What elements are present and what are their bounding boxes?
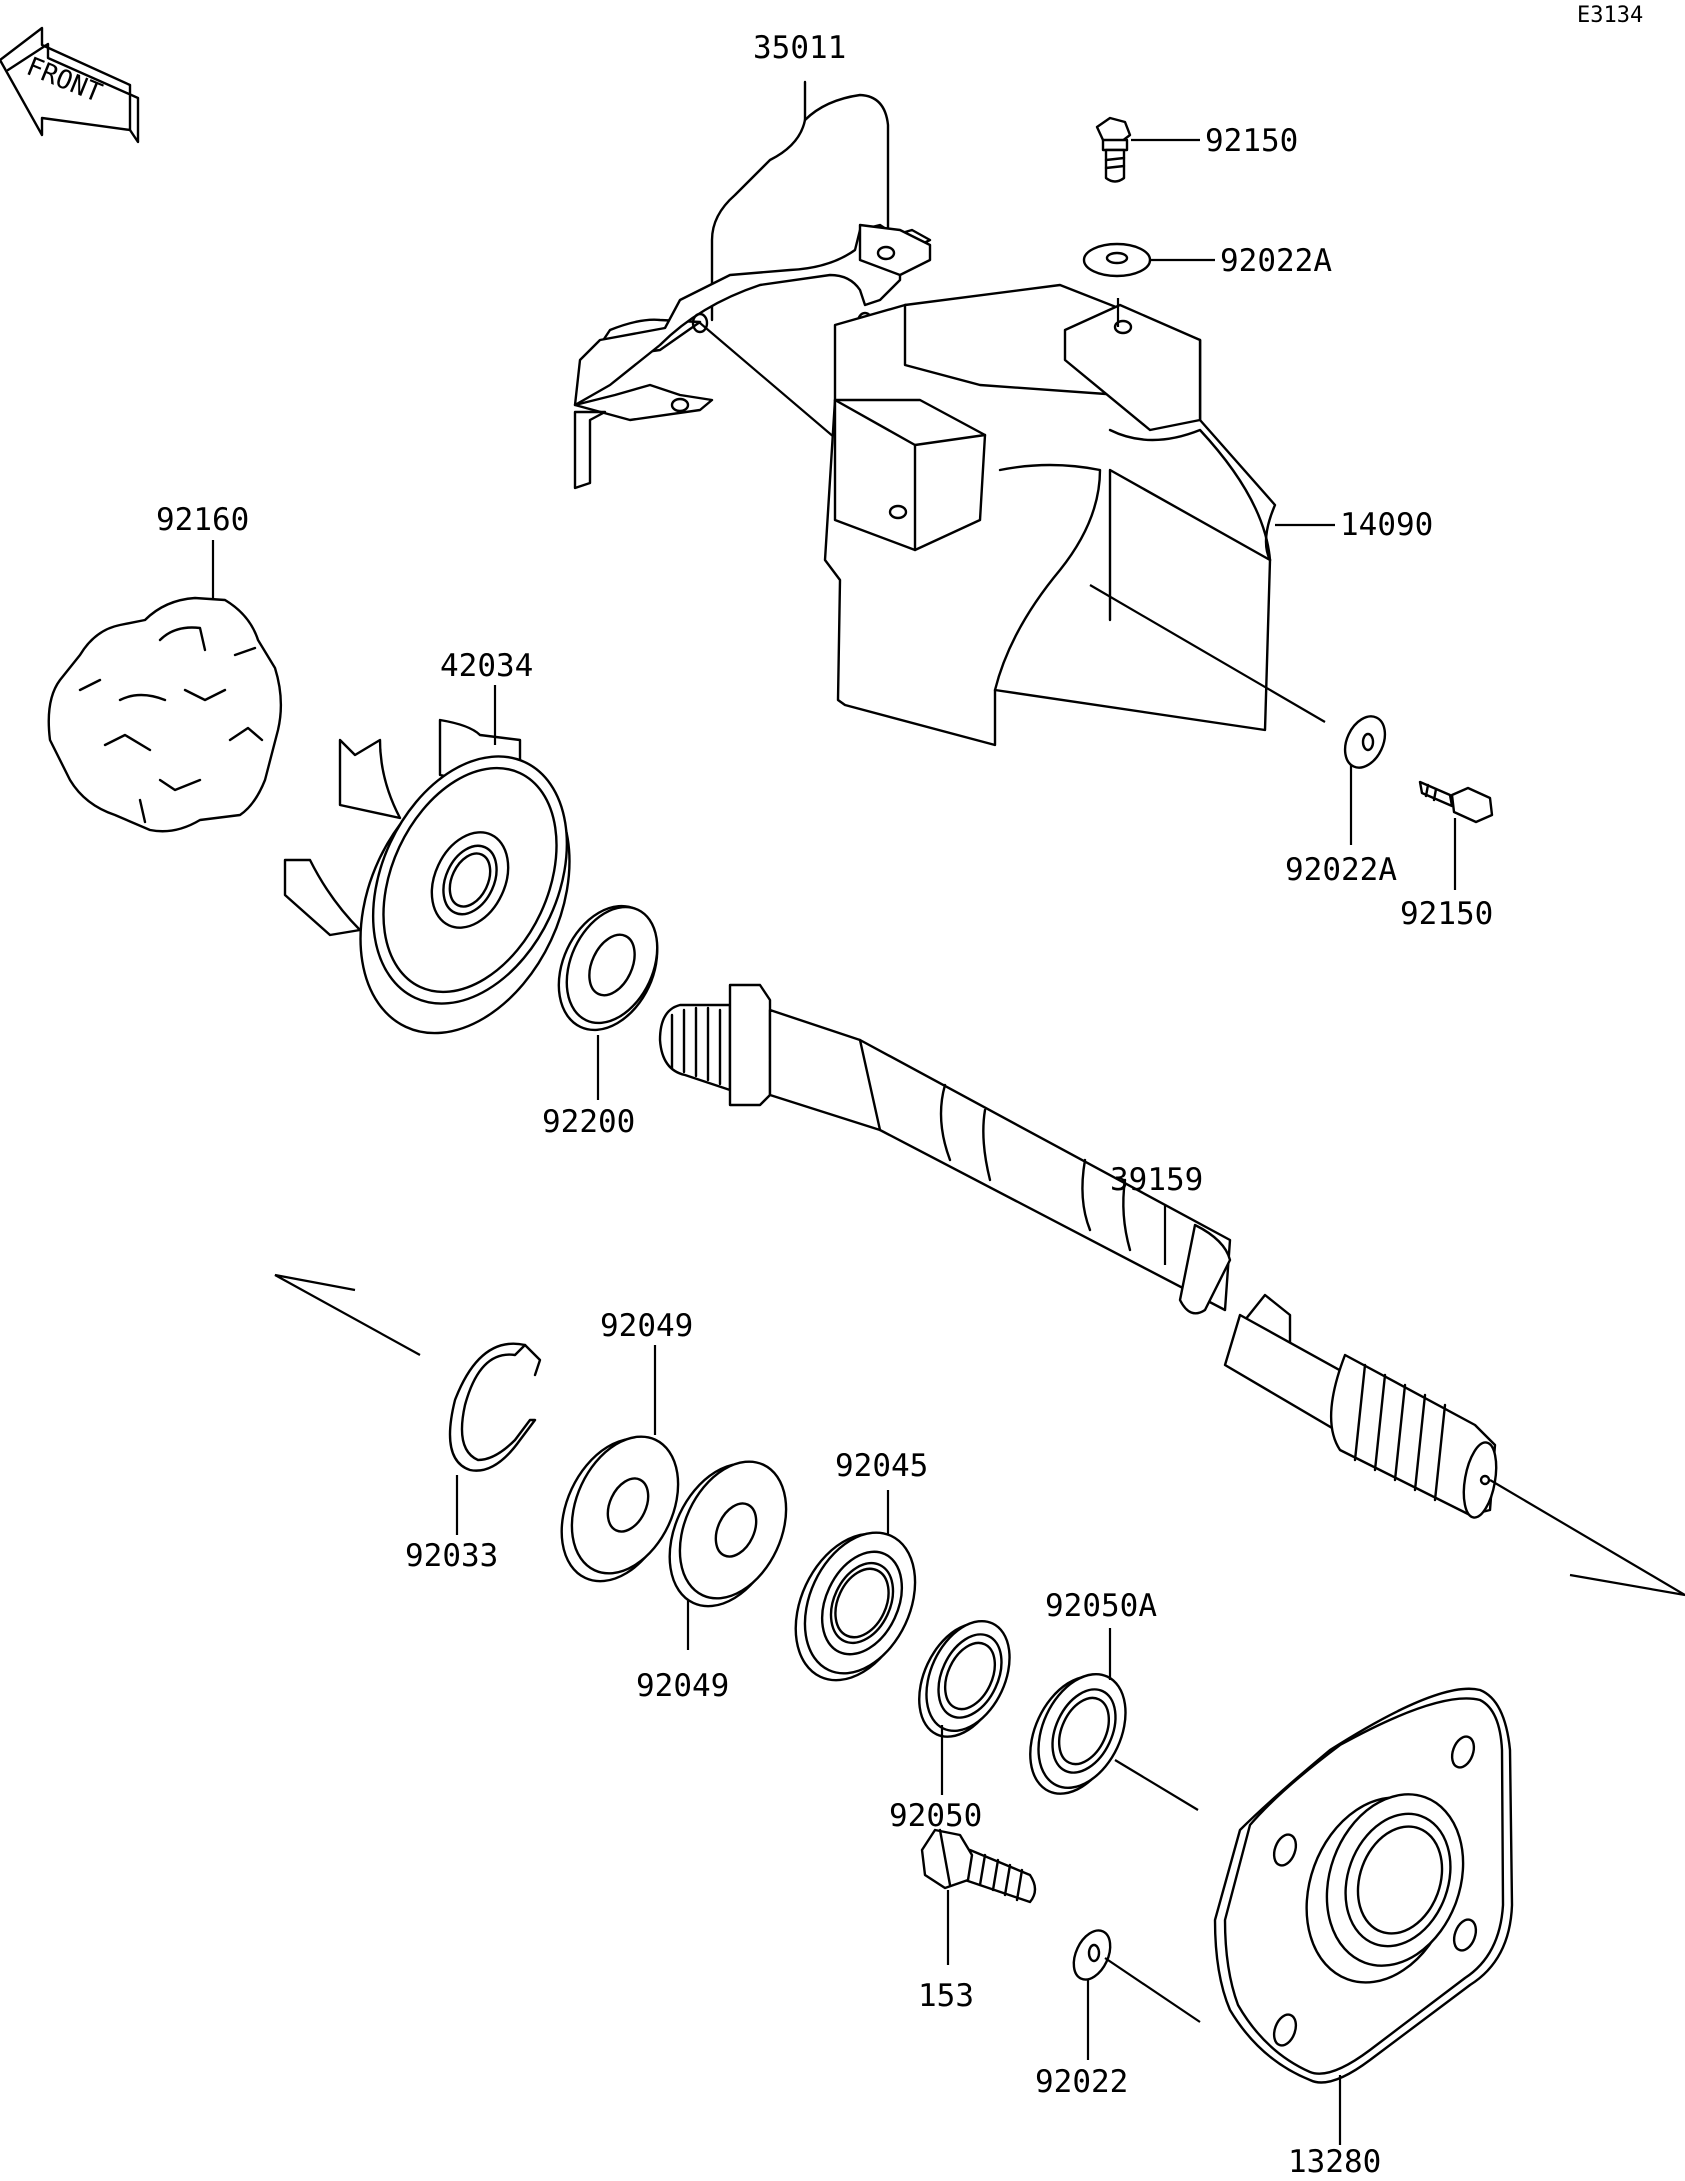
label-35011: 35011 <box>753 30 846 66</box>
label-42034: 42034 <box>440 648 533 684</box>
label-92150-top: 92150 <box>1205 123 1298 159</box>
part-42034-coupling <box>283 685 571 1035</box>
label-92050a: 92050A <box>1045 1588 1157 1624</box>
label-92022a-top: 92022A <box>1220 243 1332 279</box>
diagram-code: E3134 <box>1577 3 1643 28</box>
part-92022-washer <box>1072 1929 1201 2060</box>
label-14090: 14090 <box>1340 507 1433 543</box>
label-92049-top: 92049 <box>600 1308 693 1344</box>
label-92150-bottom: 92150 <box>1400 896 1493 932</box>
label-92049-bottom: 92049 <box>636 1668 729 1704</box>
part-14090-cover <box>823 283 1335 747</box>
label-39159: 39159 <box>1110 1162 1203 1198</box>
part-153-bolt <box>920 1828 1037 1965</box>
part-92150-top-bolt <box>1095 116 1200 183</box>
part-35011-bracket <box>573 80 932 490</box>
part-92022a-bottom-washer <box>1343 715 1387 845</box>
label-92022: 92022 <box>1035 2064 1128 2100</box>
part-92022a-top-washer <box>1082 242 1215 278</box>
label-13280: 13280 <box>1288 2144 1381 2176</box>
front-arrow-icon: FRONT <box>0 26 140 144</box>
part-92200-washer <box>557 904 659 1100</box>
part-92050a-seal <box>1029 1628 1199 1811</box>
label-92045: 92045 <box>835 1448 928 1484</box>
label-92050: 92050 <box>889 1798 982 1834</box>
part-92150-bottom-bolt <box>1418 780 1494 890</box>
label-153: 153 <box>918 1978 974 2014</box>
label-92022a-bottom: 92022A <box>1285 852 1397 888</box>
part-labels: 35011 92150 92022A 14090 92022A 92150 92… <box>156 30 1493 2180</box>
part-39159-shaft <box>274 983 1685 1597</box>
part-92033-snap-ring <box>448 1342 542 1535</box>
part-92160-damper <box>47 540 283 833</box>
part-13280-cover-plate <box>1213 1687 1514 2145</box>
label-92033: 92033 <box>405 1538 498 1574</box>
label-92200: 92200 <box>542 1104 635 1140</box>
part-92049-top-washer <box>560 1345 680 1583</box>
part-92049-bottom-washer <box>668 1460 788 1650</box>
part-92050-seal <box>918 1619 1011 1795</box>
part-92045-bearing <box>794 1490 917 1682</box>
label-92160: 92160 <box>156 502 249 538</box>
